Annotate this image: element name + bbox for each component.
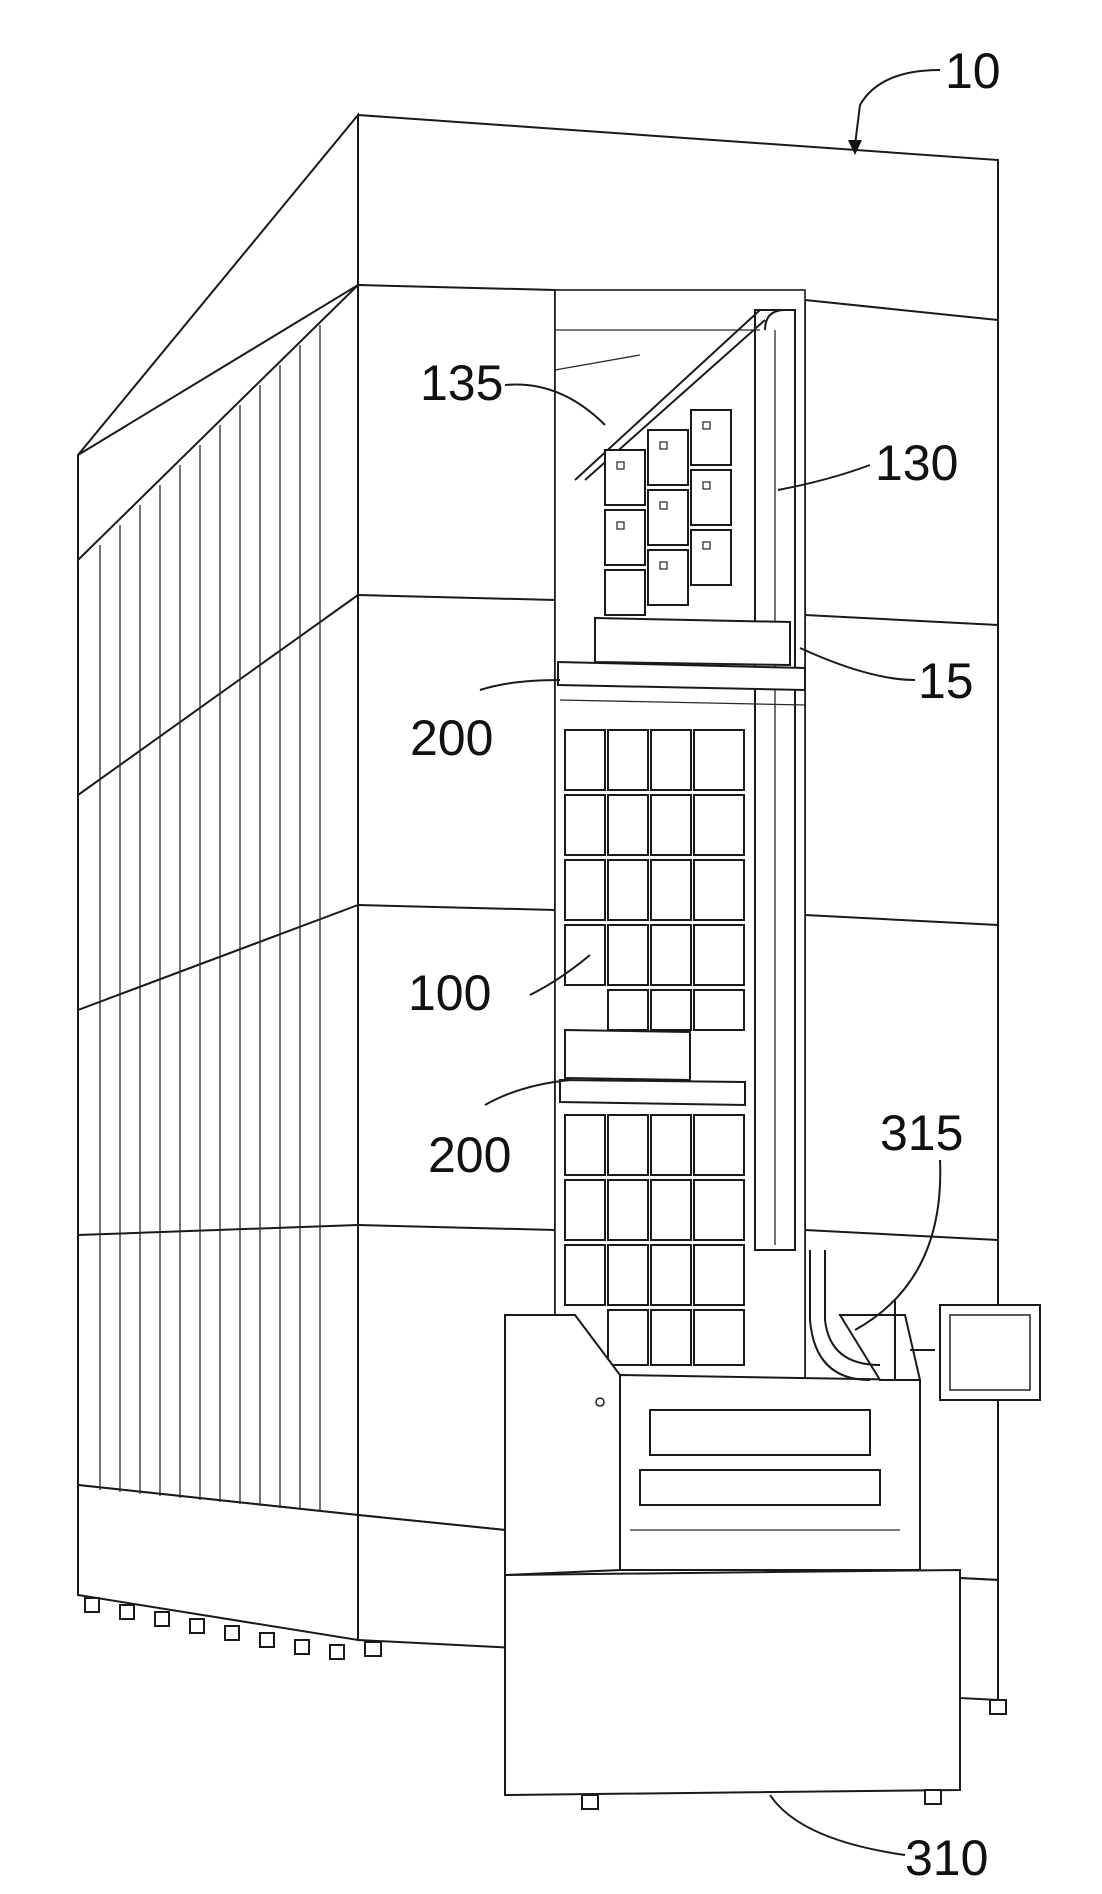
label-tray-upper: 200 — [410, 710, 493, 766]
label-column: 130 — [875, 435, 958, 491]
label-lift-platform: 15 — [918, 653, 974, 709]
label-apparatus: 10 — [945, 43, 1001, 99]
label-rail: 315 — [880, 1105, 963, 1161]
label-tray-lower: 200 — [428, 1127, 511, 1183]
storage-bins-middle — [565, 730, 744, 1030]
label-workstation: 310 — [905, 1830, 988, 1886]
label-tray-track: 135 — [420, 355, 503, 411]
label-storage-bins: 100 — [408, 965, 491, 1021]
